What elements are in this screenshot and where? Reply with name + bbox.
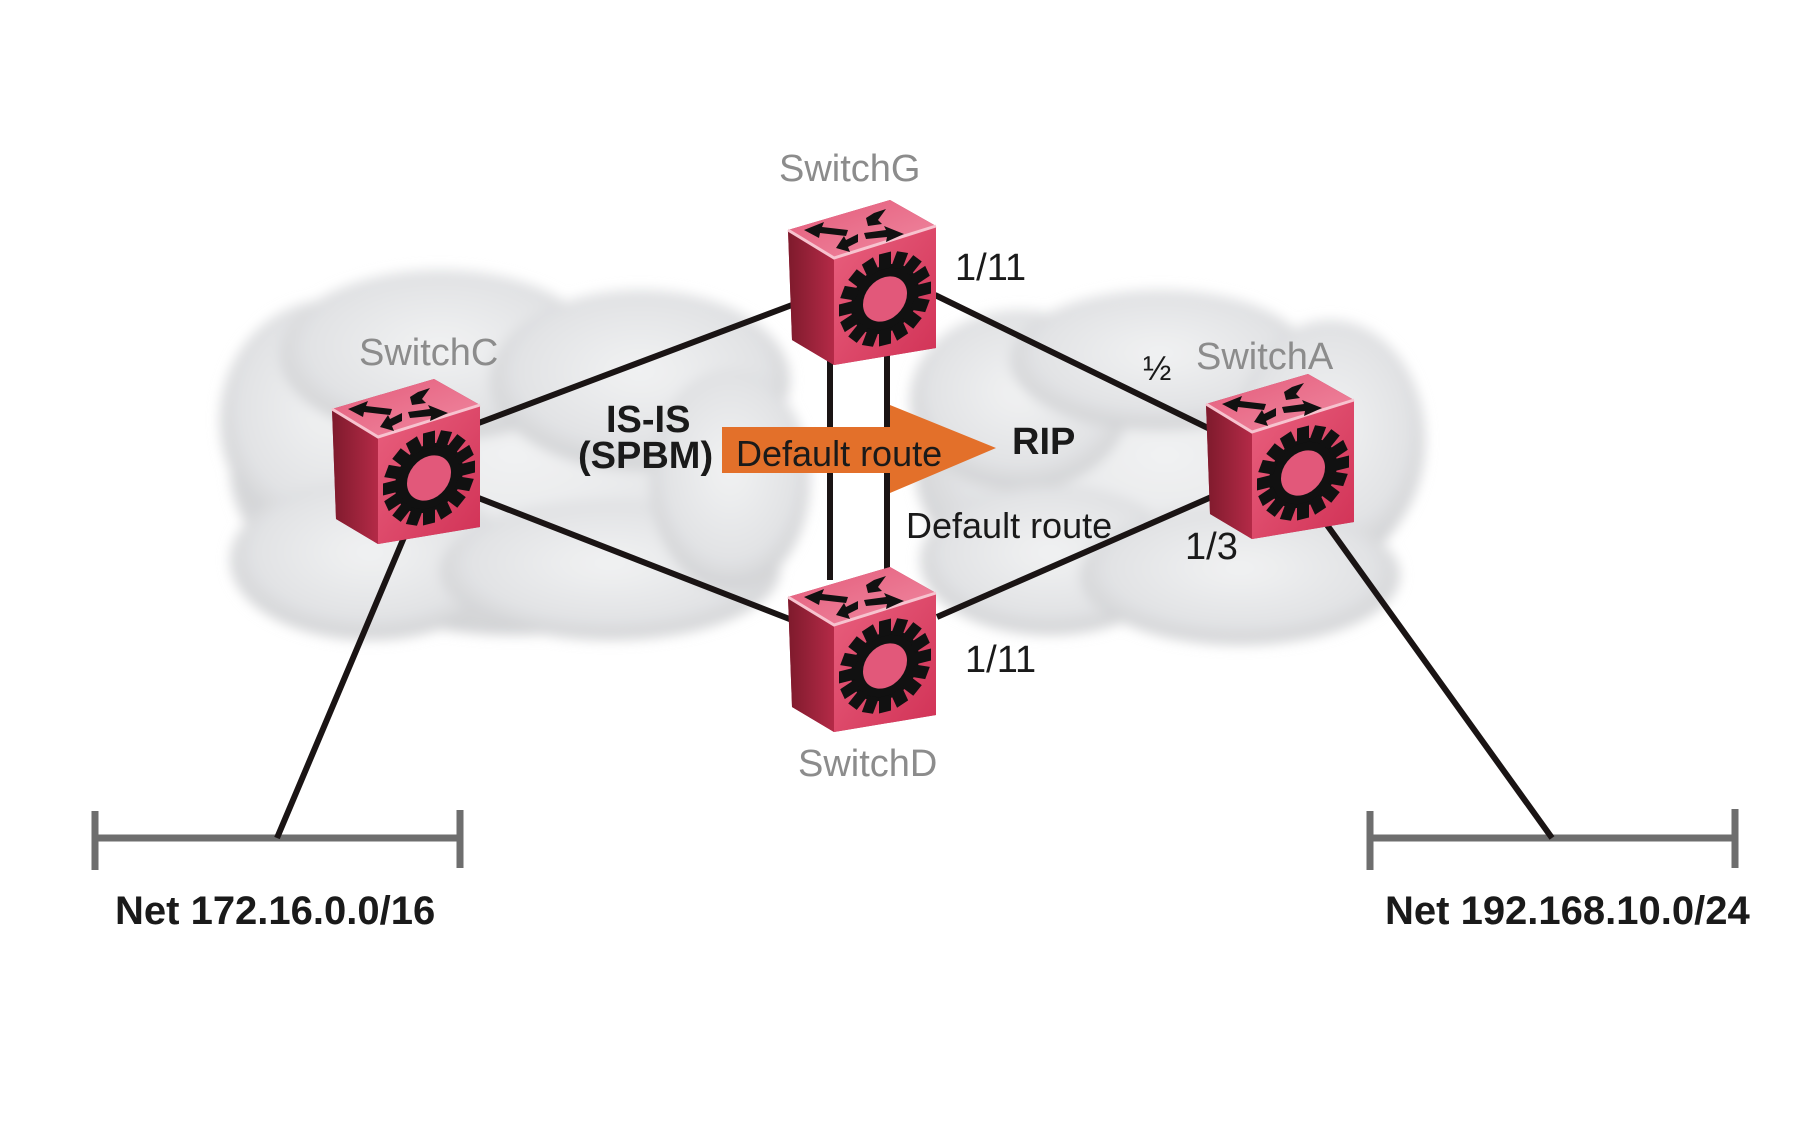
port-label-d: 1/11 <box>965 639 1037 681</box>
net-label-left: Net 172.16.0.0/16 <box>115 889 436 933</box>
port-label-a-bottom: 1/3 <box>1185 526 1238 568</box>
switch-g-icon[interactable] <box>786 198 938 367</box>
port-label-g: 1/11 <box>955 247 1027 289</box>
switch-a-label: SwitchA <box>1196 336 1334 378</box>
default-route-label: Default route <box>906 505 1113 546</box>
switch-a-icon[interactable] <box>1204 372 1356 541</box>
default-route-arrow <box>722 405 996 493</box>
switch-c-icon[interactable] <box>330 377 482 546</box>
protocol-rip-label: RIP <box>1012 421 1076 463</box>
link-c-net-left <box>274 533 408 840</box>
link-a-net-right <box>1319 516 1555 840</box>
net-bar-right <box>1366 809 1739 870</box>
link-g-a <box>933 292 1214 433</box>
switch-d-icon[interactable] <box>786 565 938 734</box>
port-label-a-top: ½ <box>1143 350 1172 388</box>
cloud-isis-spbm <box>220 270 810 640</box>
link-d-a <box>935 492 1218 620</box>
net-label-right: Net 192.168.10.0/24 <box>1385 889 1750 933</box>
arrow-default-route-label: Default route <box>736 433 943 474</box>
link-c-d <box>456 487 794 623</box>
protocol-spbm-label: (SPBM) <box>578 435 714 477</box>
link-c-g <box>458 302 794 433</box>
protocol-isis-label: IS-IS <box>606 399 691 441</box>
switch-d-label: SwitchD <box>798 743 938 785</box>
net-bar-left <box>91 810 464 870</box>
switch-g-label: SwitchG <box>779 148 921 190</box>
switch-c-label: SwitchC <box>359 332 499 374</box>
